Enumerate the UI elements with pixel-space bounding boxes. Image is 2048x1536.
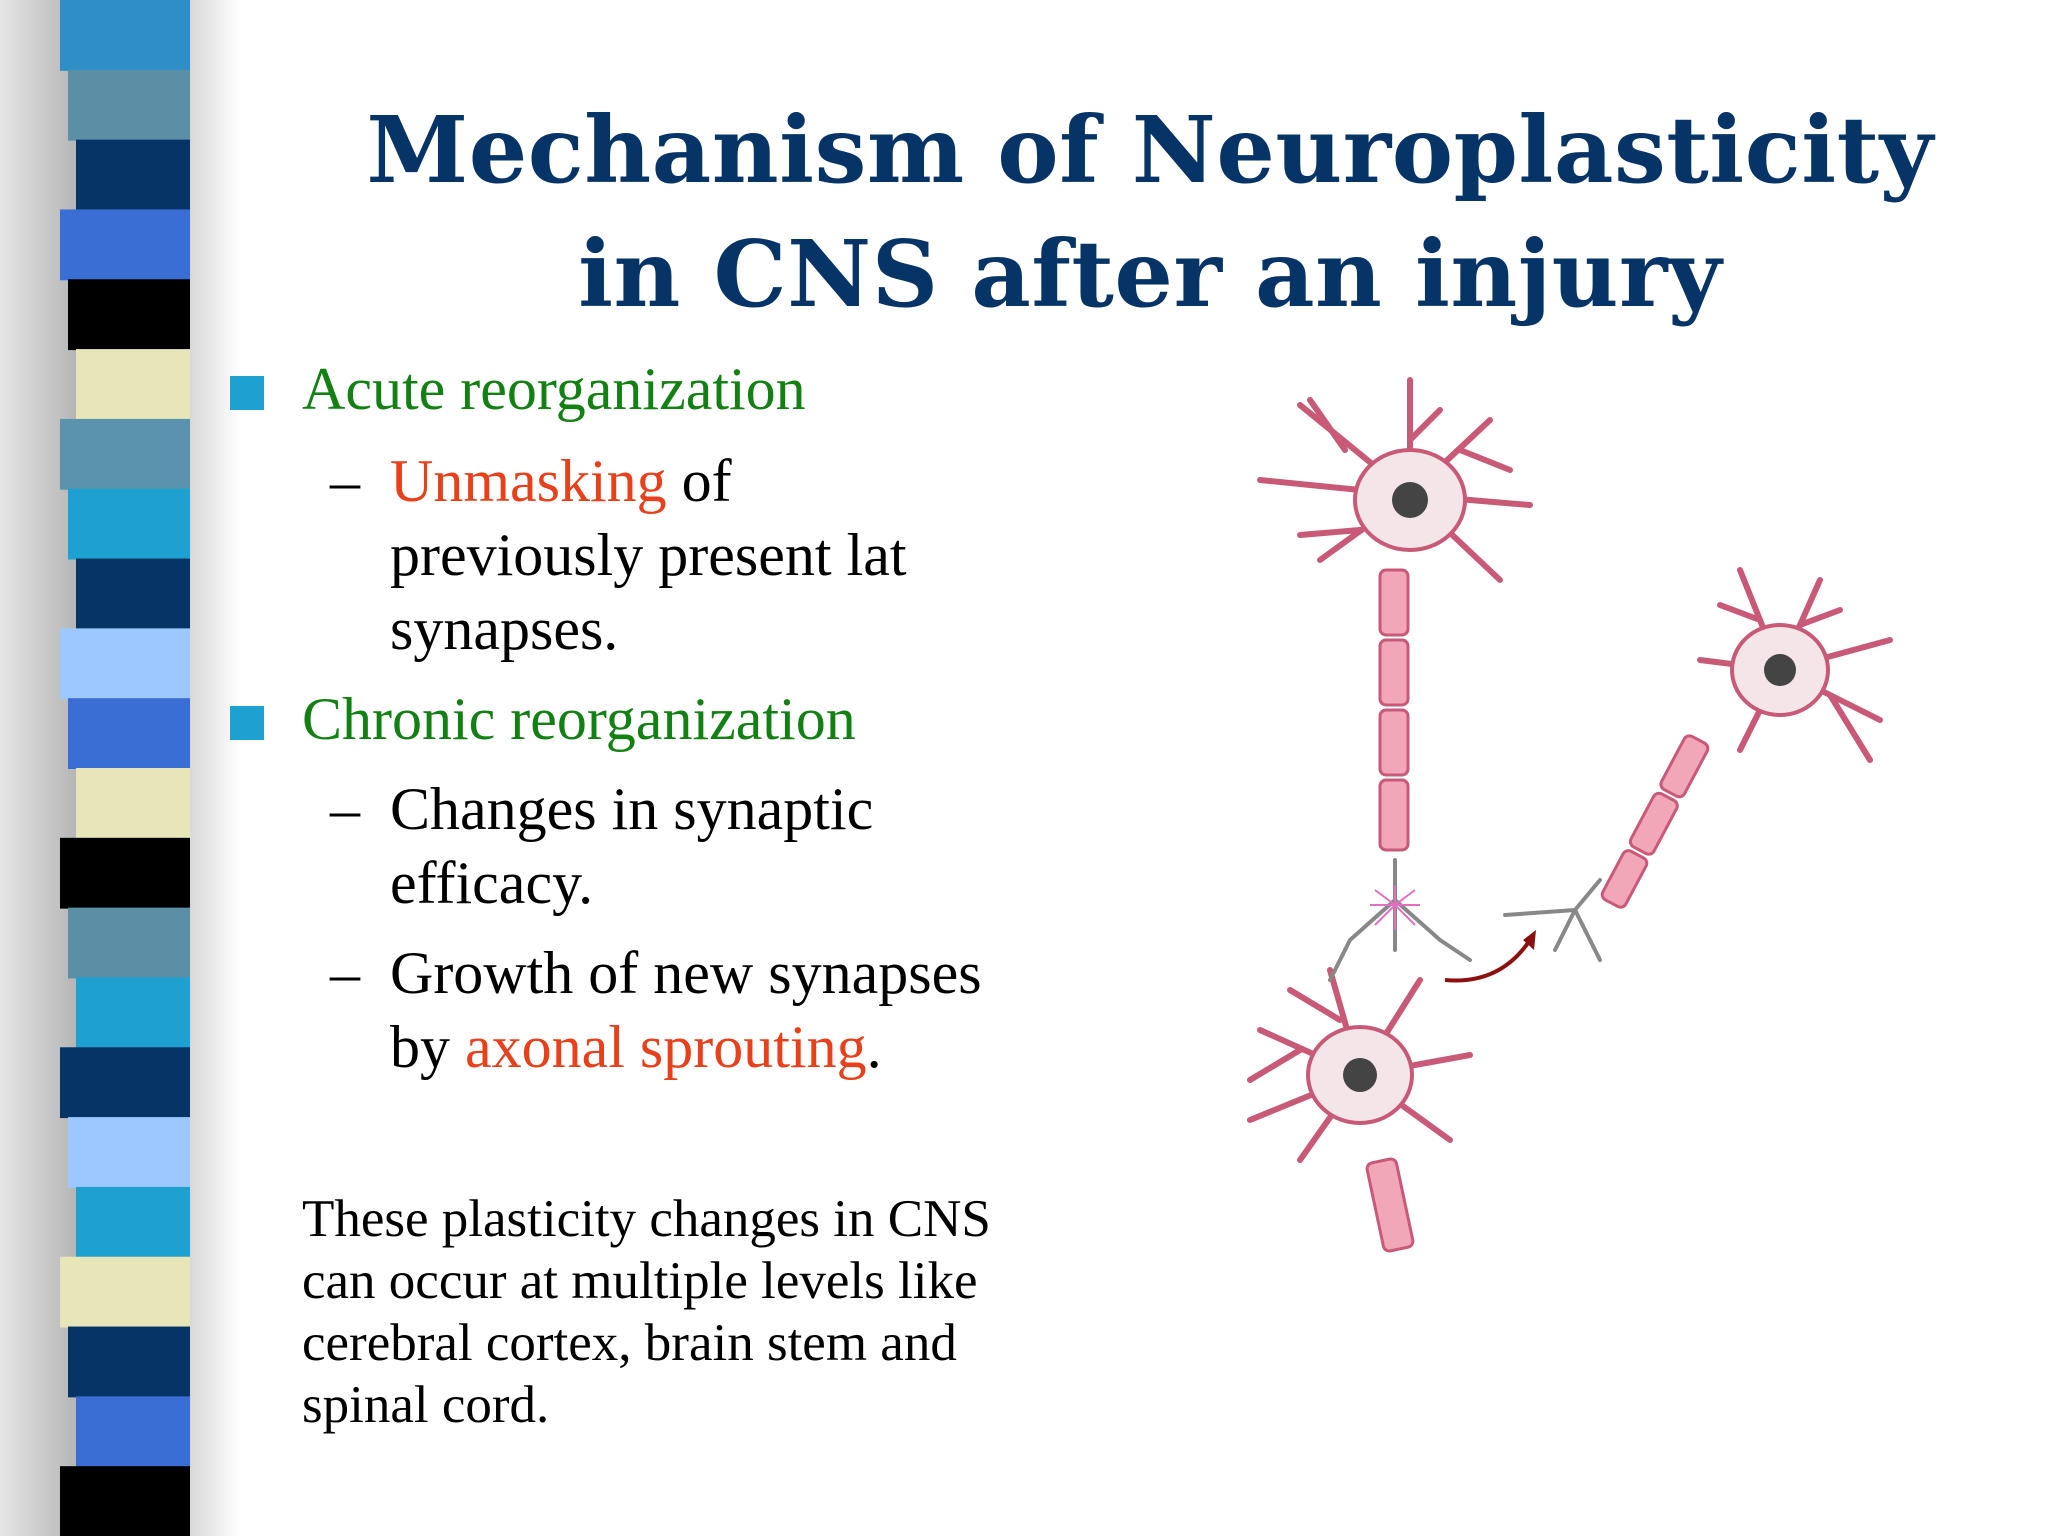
sub-text-line-3: synapses. <box>390 596 619 662</box>
stripe <box>76 977 190 1049</box>
sprouting-arrow-icon <box>1444 938 1532 983</box>
bullet-label: Chronic reorganization <box>302 686 856 752</box>
notes-line: These plasticity changes in CNS <box>302 1190 991 1248</box>
stripe <box>60 1047 190 1119</box>
stripe <box>68 279 190 351</box>
sub-text-line-1: Growth of new synapses <box>390 940 982 1006</box>
sub-text-prefix: by <box>390 1014 465 1080</box>
axon-terminals <box>1328 858 1602 982</box>
neuron-3-dendrites <box>1247 967 1473 1163</box>
stripe <box>68 907 190 979</box>
sub-text-line-2: efficacy. <box>390 850 594 916</box>
dash-marker: – <box>330 940 360 1006</box>
stripe <box>60 837 190 909</box>
stripe <box>68 698 190 769</box>
square-bullet-icon <box>230 376 264 410</box>
stripe <box>60 628 190 700</box>
stripe <box>60 0 190 71</box>
dash-marker: – <box>330 448 360 514</box>
stripe <box>60 209 190 281</box>
title-line-2: in CNS after an injury <box>578 220 1722 328</box>
stripe <box>76 1186 190 1258</box>
stripe <box>76 1396 190 1468</box>
dash-marker: – <box>330 776 360 842</box>
sub-text-line-2: previously present lat <box>390 522 907 588</box>
stripe <box>76 768 190 839</box>
bullet-label: Acute reorganization <box>302 356 806 422</box>
title-line-1: Mechanism of Neuroplasticity <box>366 96 1934 204</box>
stripe <box>60 1256 190 1328</box>
neuron-illustration-icon <box>1180 340 1920 1260</box>
stripe <box>76 139 190 211</box>
notes-paragraph: These plasticity changes in CNS can occu… <box>302 1188 1122 1436</box>
square-bullet-icon <box>230 706 264 740</box>
sub-text: of <box>666 448 732 514</box>
stripe <box>68 488 190 560</box>
stripe <box>60 1466 190 1536</box>
decorative-stripe-bar <box>0 0 240 1536</box>
stripe <box>68 1326 190 1398</box>
notes-line: cerebral cortex, brain stem and <box>302 1314 957 1372</box>
stripe <box>76 349 190 420</box>
arrowhead-icon <box>1523 930 1536 950</box>
stripe <box>60 418 190 490</box>
notes-line: spinal cord. <box>302 1376 550 1434</box>
synapse-burst <box>1370 885 1420 930</box>
highlight-unmasking: Unmasking <box>390 448 667 514</box>
stripe <box>76 558 190 630</box>
sub-text-line-1: Changes in synaptic <box>390 776 874 842</box>
stripe <box>68 69 190 141</box>
sub-text-suffix: . <box>866 1014 882 1080</box>
page-title: Mechanism of Neuroplasticity in CNS afte… <box>300 88 2000 336</box>
highlight-axonal-sprouting: axonal sprouting <box>465 1014 867 1080</box>
notes-line: can occur at multiple levels like <box>302 1252 978 1310</box>
stripe <box>68 1117 190 1188</box>
